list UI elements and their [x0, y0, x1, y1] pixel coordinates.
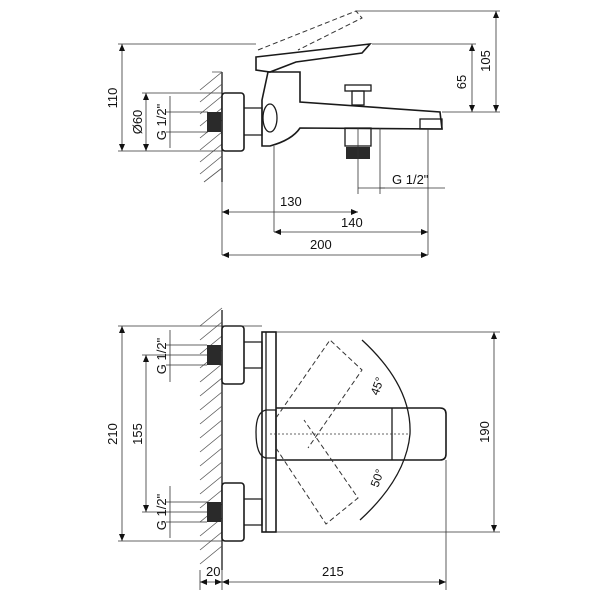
dim-190: 190	[477, 421, 492, 443]
angle-50: 50°	[368, 467, 387, 489]
dim-140: 140	[341, 215, 363, 230]
cartridge-top	[255, 409, 277, 459]
body-ring	[262, 103, 278, 133]
side-view: 130 140 200 G 1/2" 65 105 110 Ø60 G 1/2"	[105, 10, 500, 258]
inlet-thread-upper	[207, 345, 221, 365]
lever-side	[255, 42, 372, 73]
dim-215: 215	[322, 564, 344, 579]
angle-45: 45°	[368, 375, 387, 397]
connector-upper	[244, 341, 263, 369]
flange-lower	[221, 482, 245, 542]
body-side	[261, 71, 443, 147]
top-view: 45° 50° 20 215 210 155 G 1/2" G 1/2" 190	[105, 307, 500, 590]
diverter-knob	[344, 84, 372, 92]
body-top	[261, 331, 277, 533]
thread-lower-top: G 1/2"	[154, 493, 169, 530]
inlet-thread-side	[207, 112, 221, 132]
connector-lower	[244, 498, 263, 526]
lever-rotated-up	[275, 339, 363, 449]
lever-rotated-down	[275, 419, 359, 525]
connector-side	[244, 107, 263, 136]
dim-210: 210	[105, 423, 120, 445]
dim-130: 130	[280, 194, 302, 209]
diverter-stem	[351, 90, 365, 106]
dim-155: 155	[130, 423, 145, 445]
flange-side	[221, 92, 245, 152]
spout-tip	[419, 118, 443, 130]
thread-upper-top: G 1/2"	[154, 337, 169, 374]
flange-upper	[221, 325, 245, 385]
thread-inlet-side: G 1/2"	[154, 103, 169, 140]
lever-top	[276, 407, 447, 461]
dim-105: 105	[478, 50, 493, 72]
dim-110: 110	[105, 88, 120, 109]
dim-65: 65	[454, 75, 469, 89]
dim-diameter-60: Ø60	[130, 110, 145, 135]
inlet-thread-lower	[207, 502, 221, 522]
swing-arc	[359, 339, 411, 521]
dim-200: 200	[310, 237, 332, 252]
lever-raised-side	[257, 10, 363, 51]
thread-outlet-side: G 1/2"	[392, 172, 429, 187]
dim-20: 20	[206, 564, 220, 579]
